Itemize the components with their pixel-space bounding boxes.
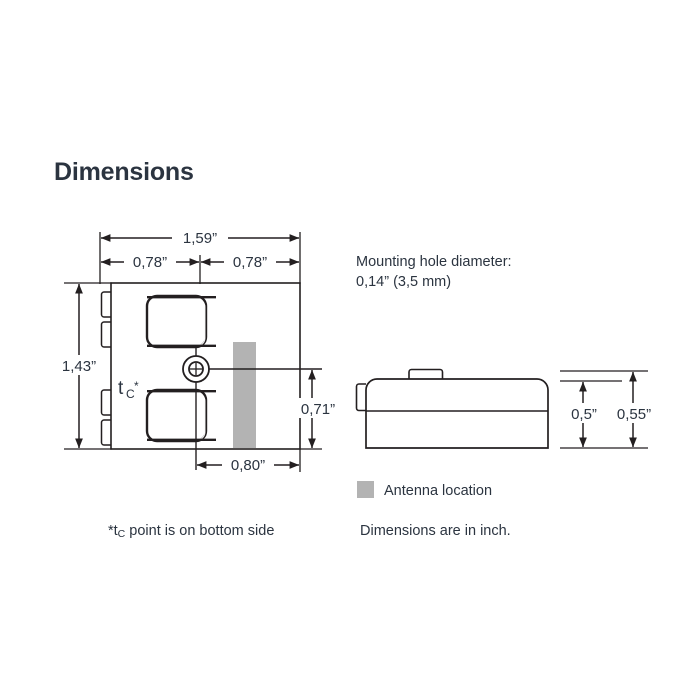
- antenna-legend-label: Antenna location: [384, 483, 493, 499]
- tc-point-label: t C *: [118, 378, 139, 401]
- tc-footnote-prefix: *t: [108, 523, 118, 539]
- tc-label-asterisk: *: [134, 379, 139, 393]
- page-title: Dimensions: [54, 158, 194, 186]
- tc-label-subscript: C: [126, 387, 135, 401]
- dimension-half-width-left-label: 0,78”: [133, 254, 167, 271]
- side-view-extension-lines: [560, 370, 648, 449]
- tc-footnote-subscript: C: [117, 528, 126, 540]
- upper-terminal-block: [145, 294, 216, 349]
- top-view-group: t C * 1,59” 0,78”: [52, 228, 344, 474]
- left-edge-tabs: [100, 291, 111, 446]
- tc-footnote-suffix: point is on bottom side: [125, 523, 275, 539]
- dimension-half-width-left: 0,78”: [100, 252, 200, 271]
- dimension-side-body-height: 0,5”: [562, 381, 606, 448]
- dimension-half-width-right-label: 0,78”: [233, 254, 267, 271]
- side-view-left-tab: [355, 383, 366, 412]
- dimension-hole-from-bottom: 0,71”: [292, 369, 344, 449]
- side-view-top-tab: [408, 368, 444, 379]
- units-note: Dimensions are in inch.: [360, 523, 511, 539]
- upper-terminal-outline: [145, 294, 208, 349]
- tc-label-main: t: [118, 378, 124, 399]
- top-extension-lines: [99, 232, 301, 284]
- left-extension-lines: [64, 282, 112, 450]
- dimension-overall-width: 1,59”: [100, 228, 300, 247]
- mounting-hole-note: Mounting hole diameter: 0,14” (3,5 mm): [356, 254, 512, 290]
- side-view-group: 0,5” 0,55”: [355, 368, 660, 449]
- antenna-legend-swatch: [357, 481, 374, 498]
- dimension-half-width-right: 0,78”: [200, 252, 300, 271]
- dimension-side-total-height-label: 0,55”: [617, 406, 651, 423]
- antenna-location-area: [233, 342, 256, 448]
- mounting-hole: [182, 345, 322, 470]
- dimension-overall-width-label: 1,59”: [183, 230, 217, 247]
- dimension-side-body-height-label: 0,5”: [571, 406, 597, 423]
- lower-terminal-outline: [145, 388, 208, 443]
- top-view-body-outline: [110, 282, 301, 450]
- dimension-hole-from-bottom-label: 0,71”: [301, 401, 335, 418]
- lower-terminal-highlight: [149, 392, 206, 441]
- dimension-side-total-height: 0,55”: [608, 371, 660, 448]
- dimension-overall-height: 1,43”: [52, 283, 106, 449]
- dimension-hole-from-left: 0,80”: [196, 455, 300, 474]
- tc-footnote: *tC point is on bottom side: [108, 521, 274, 544]
- side-view-body-outline: [365, 378, 549, 449]
- dimension-overall-height-label: 1,43”: [62, 358, 96, 375]
- dimension-hole-from-left-label: 0,80”: [231, 457, 265, 474]
- upper-terminal-highlight: [149, 298, 206, 347]
- lower-terminal-block: [145, 388, 216, 443]
